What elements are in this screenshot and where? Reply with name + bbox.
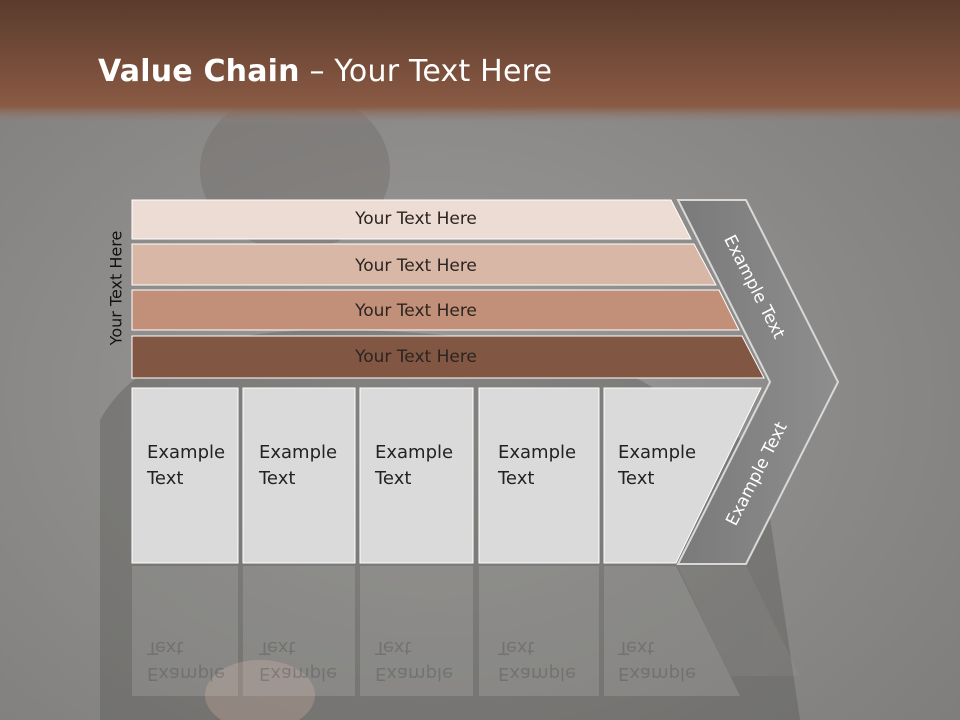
- column-3: [359, 387, 474, 564]
- bar-1-label: Your Text Here: [354, 209, 477, 229]
- primary-activities: [131, 387, 762, 564]
- column-4: [478, 387, 600, 564]
- column-2: [242, 387, 356, 564]
- bar-3-label: Your Text Here: [354, 301, 477, 321]
- bar-3: [131, 289, 740, 331]
- chevron-arrow: [676, 199, 840, 565]
- page-title: Value Chain – Your Text Here: [98, 54, 553, 89]
- bar-4: [131, 335, 765, 379]
- reflection: [132, 566, 800, 696]
- column-5: [603, 387, 762, 564]
- bar-1: [131, 199, 692, 240]
- support-activities: Your Text Here Your Text Here Your Text …: [131, 199, 765, 379]
- column-1: [131, 387, 239, 564]
- bar-4-label: Your Text Here: [354, 347, 477, 367]
- bar-2: [131, 243, 717, 286]
- bar-2-label: Your Text Here: [354, 256, 477, 276]
